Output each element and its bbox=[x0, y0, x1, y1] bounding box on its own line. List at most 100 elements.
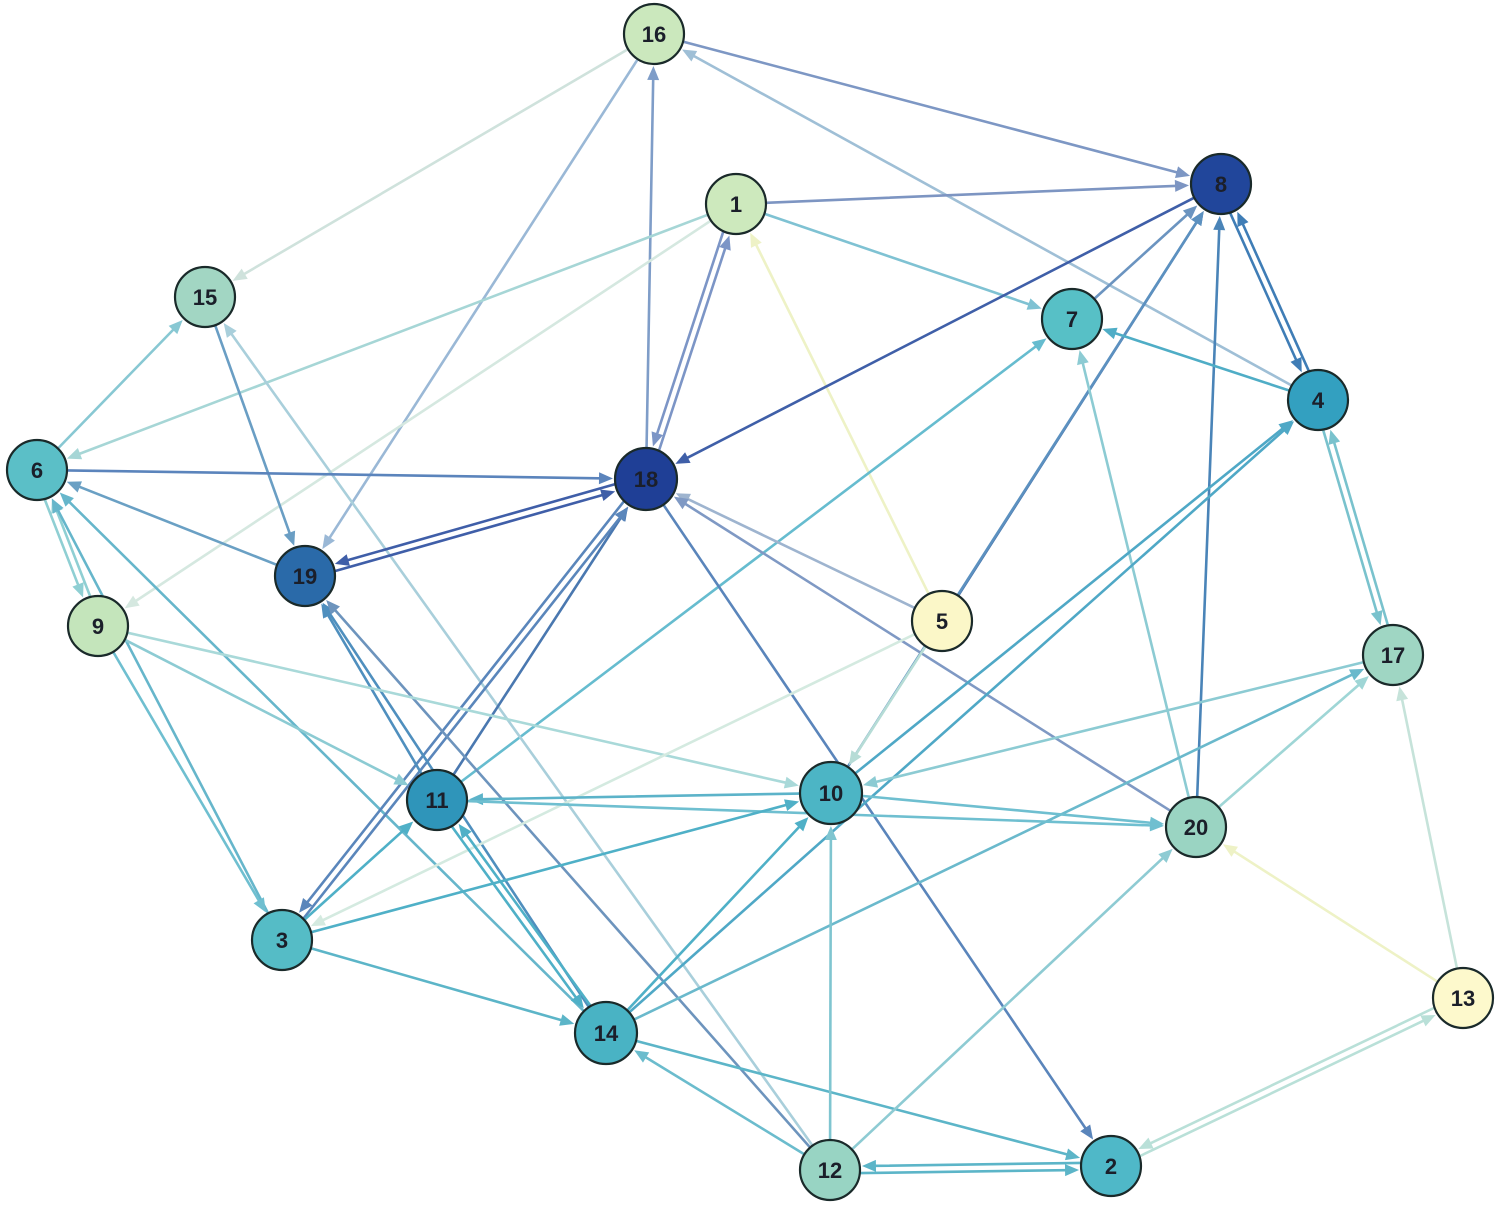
edge-line bbox=[68, 501, 586, 1013]
edge-5-to-10 bbox=[848, 644, 928, 766]
edge-13-to-17 bbox=[1396, 686, 1459, 970]
node-circle bbox=[704, 172, 768, 236]
edge-15-to-19 bbox=[213, 323, 296, 546]
edge-line bbox=[123, 638, 398, 781]
edge-line bbox=[1400, 698, 1459, 970]
edge-9-to-3 bbox=[111, 650, 266, 913]
edge-line bbox=[230, 333, 814, 1147]
edge-arrowhead bbox=[1102, 327, 1118, 340]
node-16: 16 bbox=[622, 2, 686, 66]
edge-arrowhead bbox=[1077, 350, 1089, 366]
edge-14-to-17 bbox=[632, 668, 1365, 1021]
edge-arrowhead bbox=[559, 1014, 575, 1026]
edge-line bbox=[302, 516, 621, 920]
edge-1-to-8 bbox=[764, 179, 1190, 205]
edge-line bbox=[65, 469, 601, 480]
edge-line bbox=[135, 219, 713, 602]
node-label: 17 bbox=[1381, 643, 1405, 668]
edge-2-to-12 bbox=[861, 1159, 1083, 1172]
edge-arrowhead bbox=[1370, 610, 1383, 626]
edge-3-to-11 bbox=[302, 821, 414, 922]
node-label: 6 bbox=[31, 458, 43, 483]
edge-arrowhead bbox=[848, 750, 862, 766]
edge-14-to-2 bbox=[634, 1039, 1081, 1161]
edge-line bbox=[306, 499, 626, 904]
edge-12-to-20 bbox=[850, 848, 1173, 1151]
node-label: 13 bbox=[1451, 986, 1475, 1011]
node-20: 20 bbox=[1164, 795, 1228, 859]
edge-20-to-8 bbox=[1195, 215, 1226, 799]
edge-arrowhead bbox=[784, 799, 800, 811]
edge-line bbox=[655, 230, 725, 435]
edge-line bbox=[645, 78, 655, 450]
edge-line bbox=[55, 510, 92, 599]
edge-line bbox=[681, 40, 1178, 174]
edge-line bbox=[309, 946, 563, 1022]
edge-line bbox=[1333, 441, 1390, 627]
edge-arrowhead bbox=[598, 472, 614, 485]
edge-arrowhead bbox=[1174, 179, 1190, 192]
node-label: 1 bbox=[730, 192, 742, 217]
node-label: 7 bbox=[1066, 307, 1078, 332]
edge-3-to-14 bbox=[309, 946, 575, 1026]
edge-line bbox=[874, 1161, 1083, 1168]
edge-arrowhead bbox=[783, 776, 799, 789]
edge-1-to-18 bbox=[651, 230, 725, 447]
edge-arrowhead bbox=[1064, 1148, 1081, 1161]
edge-line bbox=[625, 825, 801, 1012]
edge-line bbox=[657, 247, 727, 452]
node-circle bbox=[1079, 1134, 1143, 1198]
edge-arrowhead bbox=[1174, 166, 1191, 179]
edge-11-to-18 bbox=[452, 506, 628, 777]
edge-2-to-13 bbox=[1138, 1014, 1436, 1158]
node-circle bbox=[173, 265, 237, 329]
edge-7-to-8 bbox=[1092, 205, 1198, 301]
edge-arrowhead bbox=[334, 554, 350, 566]
edge-18-to-19 bbox=[334, 482, 617, 566]
edge-arrowhead bbox=[66, 481, 82, 493]
node-label: 12 bbox=[818, 1158, 842, 1183]
edge-arrowhead bbox=[299, 898, 313, 913]
node-label: 8 bbox=[1215, 172, 1227, 197]
edge-arrowhead bbox=[719, 235, 731, 251]
edge-line bbox=[78, 485, 279, 567]
edge-line bbox=[1241, 223, 1311, 373]
edge-line bbox=[1195, 228, 1221, 799]
edge-line bbox=[1092, 213, 1189, 301]
edge-16-to-19 bbox=[322, 57, 640, 550]
edge-13-to-2 bbox=[1138, 1006, 1436, 1150]
edge-3-to-6 bbox=[51, 498, 270, 915]
edge-arrowhead bbox=[458, 823, 472, 839]
edge-arrowhead bbox=[1064, 1164, 1080, 1177]
edge-3-to-18 bbox=[302, 507, 629, 920]
edge-line bbox=[684, 502, 1172, 813]
edge-12-to-2 bbox=[858, 1164, 1080, 1177]
edge-arrowhead bbox=[468, 793, 484, 806]
edge-arrowhead bbox=[1237, 211, 1249, 227]
edge-line bbox=[43, 497, 80, 586]
node-14: 14 bbox=[573, 1000, 639, 1066]
edge-arrowhead bbox=[322, 534, 335, 550]
edge-19-to-6 bbox=[66, 481, 279, 567]
edge-5-to-1 bbox=[750, 232, 931, 596]
edge-arrowhead bbox=[310, 914, 327, 927]
edge-arrowhead bbox=[59, 492, 74, 507]
edge-line bbox=[322, 632, 917, 922]
edge-14-to-11 bbox=[458, 823, 592, 1008]
edge-line bbox=[1081, 362, 1191, 800]
edge-arrowhead bbox=[283, 530, 296, 546]
edge-arrowhead bbox=[232, 268, 248, 281]
edge-line bbox=[755, 243, 931, 596]
edge-18-to-1 bbox=[657, 235, 731, 452]
node-label: 19 bbox=[293, 564, 317, 589]
edge-14-to-10 bbox=[625, 817, 809, 1012]
edge-line bbox=[858, 1168, 1067, 1175]
node-6: 6 bbox=[5, 438, 69, 502]
node-circle bbox=[573, 1000, 639, 1066]
node-circle bbox=[1431, 966, 1495, 1030]
edge-line bbox=[853, 427, 1284, 775]
node-circle bbox=[1040, 287, 1104, 351]
edge-1-to-6 bbox=[66, 213, 710, 460]
edge-line bbox=[692, 54, 1294, 387]
